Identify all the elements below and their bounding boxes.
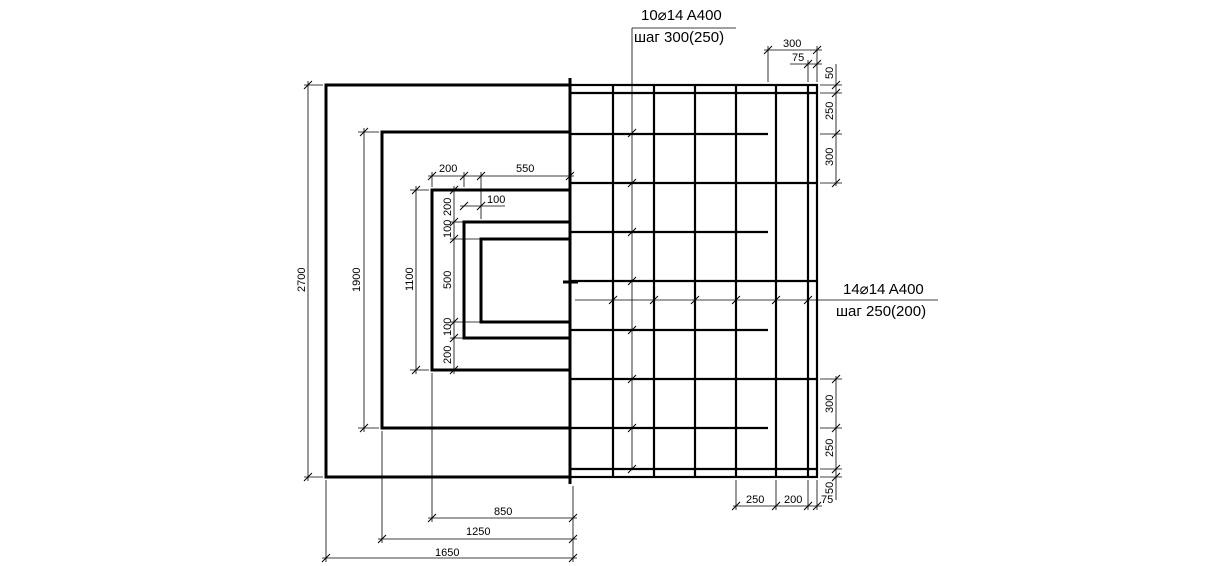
leader-tick xyxy=(627,374,637,384)
dim-step-100: 100 xyxy=(487,194,505,206)
dim-right-300-top: 300 xyxy=(824,148,836,166)
leader-tick xyxy=(649,295,659,305)
dim-right-300-bot: 300 xyxy=(824,395,836,413)
top-rebar-step: шаг 300(250) xyxy=(634,29,724,46)
left-vertical-dimensions: 2700 1900 1100 xyxy=(296,80,429,482)
column-inner-outline xyxy=(479,237,570,324)
dim-right-50-top: 50 xyxy=(824,67,836,79)
top-rebar-spec: 10⌀14 A400 xyxy=(641,7,722,24)
dim-step-1100: 1100 xyxy=(404,267,416,291)
right-dimensions: 50 250 300 300 250 50 xyxy=(820,64,842,500)
bottom-right-dimensions: 250 200 75 xyxy=(731,480,833,511)
leader-tick xyxy=(627,178,637,188)
dim-right-250-top: 250 xyxy=(824,102,836,120)
leader-tick xyxy=(771,295,781,305)
leader-tick xyxy=(627,325,637,335)
leader-tick xyxy=(731,295,741,305)
dim-bottom-75: 75 xyxy=(821,494,833,506)
dim-col-500: 500 xyxy=(442,271,454,289)
right-rebar-step: шаг 250(200) xyxy=(836,303,926,320)
column-vertical-dimensions: 200 100 500 100 200 xyxy=(442,185,481,375)
right-rebar-spec: 14⌀14 A400 xyxy=(843,281,924,298)
dim-step-200: 200 xyxy=(439,163,457,175)
dim-bottom-200: 200 xyxy=(784,494,802,506)
leader-tick xyxy=(627,276,637,286)
dim-right-250-bot: 250 xyxy=(824,439,836,457)
leader-tick xyxy=(627,423,637,433)
leader-tick xyxy=(627,464,637,474)
dim-step-1900: 1900 xyxy=(351,268,363,292)
inner-step-outline xyxy=(430,188,570,372)
dim-step-550: 550 xyxy=(516,163,534,175)
dim-bottom-250: 250 xyxy=(746,494,764,506)
outer-step-outline xyxy=(324,83,570,479)
dim-col-100-bot: 100 xyxy=(442,318,454,336)
dim-col-100-top: 100 xyxy=(442,220,454,238)
dim-right-50-bot: 50 xyxy=(824,482,836,494)
dim-top-75: 75 xyxy=(792,52,804,64)
column-outer-outline xyxy=(462,220,570,340)
rebar-leaders xyxy=(575,27,938,474)
dim-col-200-bot: 200 xyxy=(442,346,454,364)
dim-top-300: 300 xyxy=(783,38,801,50)
leader-tick xyxy=(627,227,637,237)
dim-bottom-1250: 1250 xyxy=(466,526,490,538)
dim-bottom-850: 850 xyxy=(494,506,512,518)
top-right-dimensions: 300 75 xyxy=(763,38,822,82)
leader-tick xyxy=(690,295,700,305)
step-top-dimensions: 200 550 100 xyxy=(427,163,575,219)
middle-step-outline xyxy=(380,130,570,430)
reinforcement-mesh xyxy=(568,83,819,479)
bottom-horizontal-dimensions: 850 1250 1650 xyxy=(321,373,578,563)
leader-tick xyxy=(803,295,813,305)
dim-col-200-top: 200 xyxy=(442,198,454,216)
dim-bottom-1650: 1650 xyxy=(435,547,459,559)
dim-overall-2700: 2700 xyxy=(296,268,308,292)
leader-tick xyxy=(608,295,618,305)
leader-tick xyxy=(627,128,637,138)
